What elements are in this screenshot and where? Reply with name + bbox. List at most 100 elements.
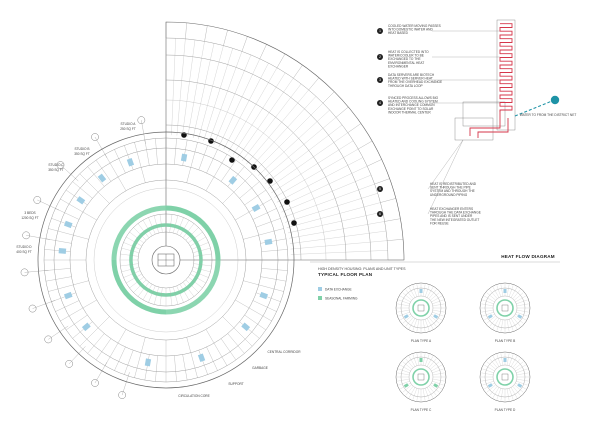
unit-wall [252,208,277,220]
unit-wall [244,314,267,331]
heat-tower [454,19,560,141]
quarter-section-drawing [165,21,405,261]
unit-wall [72,181,93,199]
unit-wall [256,218,281,228]
central-core-lines [120,214,212,306]
heat-flow-step-text: WATER/COOLER TO BE [388,54,424,58]
unit-wall [220,338,237,361]
heat-flow-step-text: THE NEW INTEGRATED OUTLET [430,218,479,222]
unit-wall [124,350,134,375]
label-support: SUPPORT [228,382,243,386]
unit-wall [65,314,88,331]
heat-flow-step-text: THROUGH DATA LOOP [388,84,423,88]
plan-type-label: PLAN TYPE C [411,408,432,412]
heat-flow-step-text: HEAT IS COLLECTED INTO [388,50,429,54]
unit-wall [51,292,76,302]
unit-wall [220,159,237,182]
unit-wall [260,238,287,244]
unit-wall [235,299,272,322]
unit-wall [104,329,127,366]
unit-wall [79,316,110,347]
unit-label-3-beds: 3 BEDS 1200 SQ FT [21,211,38,220]
unit-wall [155,355,158,382]
outflow-label: WATER TO FROM THE DISTRICT NET [520,113,577,117]
service-labels: CIRCULATION CORE SUPPORT GARBAGE CENTRAL… [178,350,301,398]
svg-text:STUDIO B: STUDIO B [74,147,89,151]
unit-wall [134,142,146,183]
heat-flow-step-text: SYNCED PROCESS ALLOWS BIO [388,96,439,100]
svg-text:3 BEDS: 3 BEDS [24,211,35,215]
unit-wall [205,154,228,191]
unit-wall [174,138,177,165]
unit-wall [182,354,188,381]
svg-text:STUDIO C: STUDIO C [48,163,64,167]
heat-flow-step-text: THROUGH THE DATA EXCHANGE [430,211,481,215]
heat-flow-step-text: HEATED AND COOLING SYSTEM [388,100,438,104]
unit-wall [60,299,97,322]
outflow-node [550,95,560,105]
unit-wall [79,173,110,204]
unit-label-studio-a: STUDIO A 250 SQ FT [120,122,136,131]
section-floor-lines [165,22,404,261]
unit-wall [260,276,287,282]
label-circulation-core: CIRCULATION CORE [178,394,209,398]
unit-wall [239,181,260,199]
unit-wall [205,329,228,366]
unit-callout-circle [91,133,99,141]
plan-title: TYPICAL FLOOR PLAN [318,272,373,277]
heat-flow-step-number: 4 [379,101,381,105]
unit-wall [51,218,76,228]
unit-wall [72,321,93,339]
heat-flow-step-text: EXCHANGE POINT TO SOLAR [388,107,434,111]
heat-flow-step-text: INDOOR THERMAL CENTER [388,110,431,114]
heat-flow-step-text: HEAT IS REDISTRIBUTED AND [430,182,477,186]
unit-wall [44,249,71,252]
unit-wall [65,189,88,206]
data-exchange-unit [228,175,238,185]
data-exchange-unit [241,322,251,332]
unit-callouts: STUDIO A 250 SQ FT STUDIO B 350 SQ FT ST… [16,116,146,399]
svg-text:400 SQ FT: 400 SQ FT [16,250,32,254]
unit-wall [45,238,72,244]
heat-flow-step-text: ENVIRONMENTAL HEAT [388,61,424,65]
label-central-corridor: CENTRAL CORRIDOR [268,350,302,354]
unit-wall [95,338,112,361]
legend-swatch-data-exchange [318,287,322,291]
heat-flow-step-text: HEAT EXCHANGER ENTERS [430,207,473,211]
unit-wall [239,321,260,339]
unit-wall [256,292,281,302]
typical-floor-plan-drawing [37,131,295,389]
unit-callout-circle [33,196,42,204]
data-exchange-unit [259,291,269,300]
legend-label-data-exchange: DATA EXCHANGE [325,288,352,292]
unit-partition-walls [44,138,288,382]
heat-flow-step-text: EXCHANGER [388,64,409,68]
unit-wall [60,198,97,221]
heat-flow-step-text: PIPES AND IS SENT UNDER [430,214,473,218]
unit-wall [252,300,277,312]
heat-flow-step-number: 2 [379,55,381,59]
legend: DATA EXCHANGE SEASONAL FARMING [318,287,358,301]
unit-wall [182,139,188,166]
svg-text:STUDIO D: STUDIO D [16,245,32,249]
unit-wall [48,280,89,292]
plan-type-thumbnail: PLAN TYPE B [479,282,531,343]
unit-label-studio-d: STUDIO D 400 SQ FT [16,245,32,254]
data-exchange-unit [76,196,86,205]
unit-wall [55,208,80,220]
data-exchange-unit [81,322,91,332]
plan-type-label: PLAN TYPE D [495,408,516,412]
heat-flow-step-text: FOR REUSE [430,221,449,225]
unit-wall [45,276,72,282]
unit-label-studio-c: STUDIO C 350 SQ FT [48,163,64,172]
heat-flow-step-text: SYSTEM AND THROUGH THE [430,189,475,193]
unit-wall [174,355,177,382]
plan-type-label: PLAN TYPE B [495,339,516,343]
